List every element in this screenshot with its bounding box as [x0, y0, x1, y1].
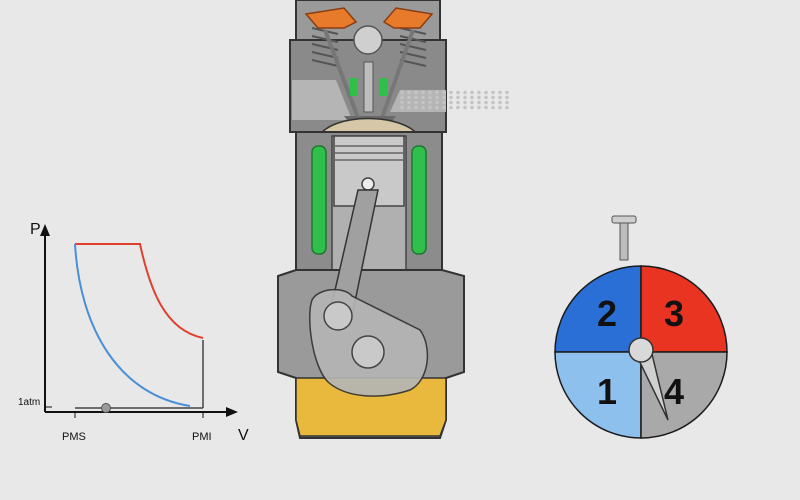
- quadrant-4-label: 4: [664, 371, 684, 412]
- exhaust-flow-dots: [400, 90, 512, 110]
- spark-plug: [363, 61, 374, 113]
- quadrant-4-exhaust: [640, 351, 728, 439]
- y-axis-arrow: [40, 224, 50, 236]
- combustion-expansion-curve: [75, 243, 204, 339]
- x-tick-pms: PMS: [62, 431, 86, 443]
- exhaust-rocker-arm: [382, 7, 434, 29]
- crank-pin: [323, 301, 353, 331]
- y-axis-label: P: [30, 221, 41, 238]
- engine-cross-section: [277, 0, 512, 439]
- quadrant-2-intake: [554, 265, 642, 353]
- quadrant-2-label: 2: [597, 293, 617, 334]
- pressure-tick-label: 1atm: [18, 397, 40, 408]
- wheel-indicator-stem: [619, 217, 629, 261]
- quadrant-1-label: 1: [597, 371, 617, 412]
- cycle-wheel: 2 3 1 4: [554, 215, 728, 439]
- quadrant-3-label: 3: [664, 293, 684, 334]
- intake-rocker-arm: [304, 7, 358, 29]
- intake-port: [292, 80, 352, 120]
- intake-valve-stem: [323, 29, 360, 119]
- x-axis-arrow: [226, 407, 238, 417]
- wrist-pin: [361, 177, 375, 191]
- wheel-indicator-cap: [611, 215, 637, 224]
- quadrant-1-compression: [554, 351, 642, 439]
- wheel-hub: [628, 337, 654, 363]
- camshaft: [353, 25, 383, 55]
- state-marker: [101, 403, 111, 413]
- pv-diagram: P V 1atm PMS PMI: [18, 221, 249, 444]
- exhaust-valve-stem: [380, 29, 415, 119]
- quadrant-3-power: [640, 265, 728, 353]
- compression-curve: [74, 243, 191, 407]
- coolant-jacket-left: [311, 145, 327, 255]
- spark-glow: [350, 78, 388, 96]
- x-tick-pmi: PMI: [192, 431, 212, 443]
- coolant-jacket-right: [411, 145, 427, 255]
- crankshaft-main: [351, 335, 385, 369]
- oil-sump: [295, 377, 447, 437]
- x-axis-label: V: [238, 427, 249, 444]
